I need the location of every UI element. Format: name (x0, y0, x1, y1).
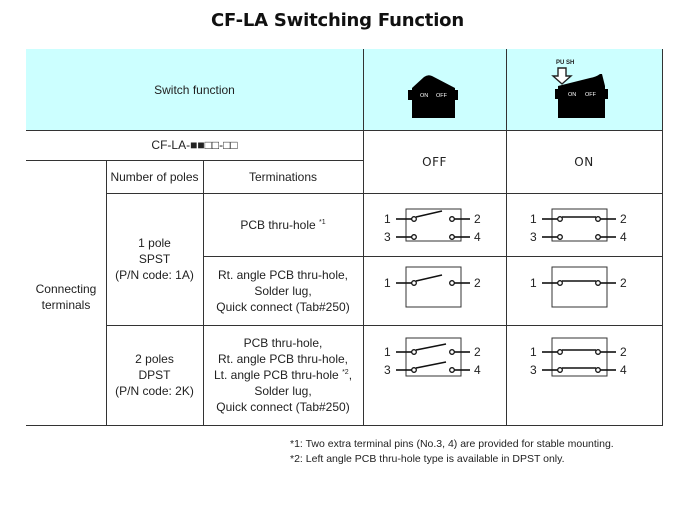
spst-4pin-open-diagram: 1 2 3 4 (384, 208, 481, 244)
rocker-on-label: ON (568, 92, 576, 98)
rocker-switch-on-icon: PU SH ON OFF (551, 60, 608, 118)
terminations-column-header: Terminations (203, 160, 363, 193)
state-on-header: ON (506, 130, 662, 193)
termination-line: Solder lug, (254, 283, 312, 298)
pin-label: 2 (620, 212, 627, 226)
part-number-cell: CF-LA-■■□□-□□ (26, 130, 363, 160)
termination-line: Quick connect (Tab#250) (216, 400, 350, 414)
termination-cell-rt-angle: Rt. angle PCB thru-hole, Solder lug, Qui… (203, 256, 363, 325)
pin-label: 1 (384, 345, 391, 359)
divider (26, 130, 663, 131)
pin-label: 4 (474, 363, 481, 377)
poles-line: SPST (138, 252, 171, 266)
divider (363, 49, 364, 425)
push-label: PU SH (556, 60, 574, 66)
rocker-off-label: OFF (436, 93, 448, 99)
state-on-label: ON (574, 154, 594, 169)
pin-label: 3 (530, 230, 537, 244)
spst-4pin-closed-diagram: 1 2 3 4 (530, 208, 627, 244)
footnotes: *1: Two extra terminal pins (No.3, 4) ar… (290, 437, 614, 467)
terminations-header-label: Terminations (248, 169, 318, 184)
termination-line: Rt. angle PCB thru-hole, (217, 267, 349, 282)
poles-cell-1-pole: 1 pole SPST (P/N code: 1A) (106, 193, 203, 325)
rocker-on-label: ON (420, 93, 428, 99)
poles-header-label: Number of poles (110, 169, 199, 184)
divider (26, 160, 363, 161)
termination-line: PCB thru-hole, (243, 336, 323, 350)
spst-2pin-open-diagram: 1 2 (384, 266, 481, 308)
pin-label: 3 (384, 363, 391, 377)
termination-line: Quick connect (Tab#250) (216, 299, 350, 314)
pin-label: 1 (530, 345, 537, 359)
spst-2pin-closed-diagram: 1 2 (530, 266, 627, 308)
pin-label: 2 (474, 276, 481, 290)
divider (106, 160, 107, 425)
termination-cell-pcb-thru-hole: PCB thru-hole *1 (203, 193, 363, 256)
divider (506, 49, 507, 425)
dpst-closed-diagram: 1 2 3 4 (530, 337, 627, 377)
poles-line: (P/N code: 2K) (115, 384, 194, 398)
poles-line: 2 poles (135, 352, 174, 366)
pin-label: 1 (530, 276, 537, 290)
pin-label: 4 (474, 230, 481, 244)
pin-label: 4 (620, 230, 627, 244)
footnote-2: *2: Left angle PCB thru-hole type is ava… (290, 453, 565, 465)
poles-line: (P/N code: 1A) (115, 268, 194, 282)
rocker-switch-off-icon: ON OFF (408, 75, 458, 118)
connecting-terminals-label: Connecting terminals (26, 160, 106, 425)
divider (203, 256, 663, 257)
switch-function-header: Switch function (26, 49, 363, 130)
poles-line: DPST (138, 368, 171, 382)
divider (106, 193, 663, 194)
termination-line: Lt. angle PCB thru-hole (213, 368, 339, 382)
footnote-1: *1: Two extra terminal pins (No.3, 4) ar… (290, 438, 614, 450)
poles-line: 1 pole (138, 236, 171, 250)
termination-line: PCB thru-hole (240, 217, 316, 232)
push-arrow-icon (551, 67, 573, 85)
group-label-line: terminals (41, 297, 91, 312)
dpst-open-diagram: 1 2 3 4 (384, 337, 481, 377)
pin-label: 1 (384, 212, 391, 226)
part-number: CF-LA-■■□□-□□ (151, 138, 238, 152)
group-label-line: Connecting (35, 281, 97, 296)
switch-function-label: Switch function (154, 82, 235, 97)
punctuation: , (348, 368, 353, 382)
divider (203, 160, 204, 425)
pin-label: 2 (474, 212, 481, 226)
state-off-label: OFF (422, 154, 447, 169)
pin-label: 2 (620, 345, 627, 359)
page-title: CF-LA Switching Function (211, 10, 464, 31)
termination-cell-dpst: PCB thru-hole, Rt. angle PCB thru-hole, … (203, 325, 363, 425)
divider (26, 425, 663, 426)
pin-label: 3 (530, 363, 537, 377)
termination-line: Rt. angle PCB thru-hole, (217, 352, 349, 366)
divider (662, 49, 663, 426)
pin-label: 1 (530, 212, 537, 226)
footnote-ref: *1 (319, 218, 326, 226)
divider (106, 325, 663, 326)
pin-label: 3 (384, 230, 391, 244)
rocker-off-label: OFF (585, 92, 597, 98)
poles-cell-2-poles: 2 poles DPST (P/N code: 2K) (106, 325, 203, 425)
pin-label: 1 (384, 276, 391, 290)
state-off-header: OFF (363, 130, 506, 193)
pin-label: 2 (474, 345, 481, 359)
poles-column-header: Number of poles (106, 160, 203, 193)
footnote-ref: *2 (342, 369, 349, 376)
pin-label: 4 (620, 363, 627, 377)
pin-label: 2 (620, 276, 627, 290)
termination-line: Solder lug, (254, 384, 312, 398)
